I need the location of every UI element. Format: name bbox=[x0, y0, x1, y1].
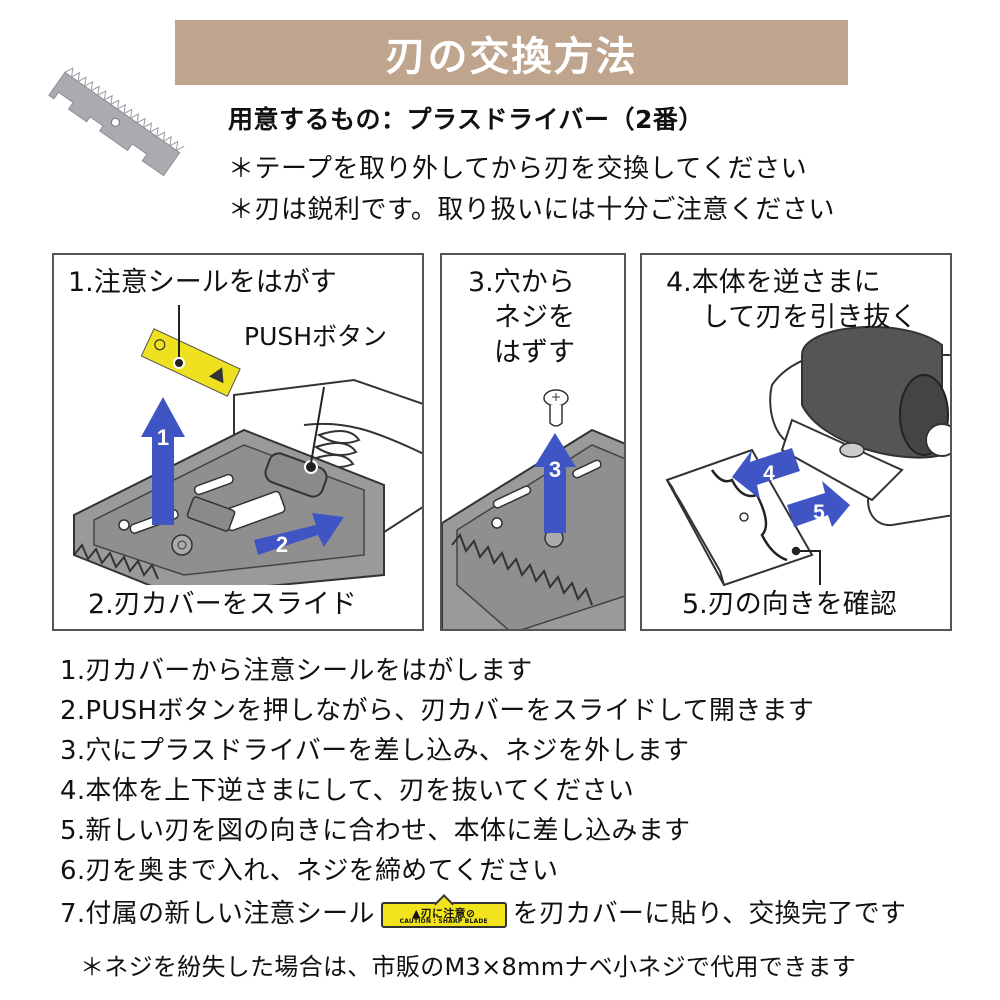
sticker-warning-text: ▲刃に注意⊘ bbox=[411, 906, 476, 920]
arrow-4-icon: 4 bbox=[732, 448, 800, 499]
note-sharp-blade: ＊刃は鋭利です。取り扱いには十分ご注意ください bbox=[228, 195, 835, 225]
title-banner: 刃の交換方法 bbox=[175, 20, 848, 85]
sticker-caution-text: CAUTION : SHARP BLADE bbox=[399, 917, 488, 925]
svg-text:3: 3 bbox=[549, 457, 561, 482]
panel-step-4-5: 4 5 4.本体を逆さまに して刃を引き抜く 5.刃の向きを確認 bbox=[640, 253, 952, 631]
step-1: 1.刃カバーから注意シールをはがします bbox=[60, 656, 533, 686]
svg-text:1: 1 bbox=[157, 425, 169, 450]
step-7-part-1: 7.付属の新しい注意シール bbox=[60, 899, 375, 929]
caution-sticker-icon bbox=[140, 328, 241, 397]
label-screw: ネジを bbox=[494, 302, 575, 333]
label-pull-blade: して刃を引き抜く bbox=[702, 302, 918, 333]
pull-blade-illustration: 4 5 bbox=[665, 325, 950, 587]
screw-icon bbox=[543, 389, 569, 427]
arrow-3-icon: 3 bbox=[534, 433, 576, 533]
label-hole: 3.穴から bbox=[468, 267, 575, 298]
page-title: 刃の交換方法 bbox=[385, 33, 638, 80]
label-remove: はずす bbox=[494, 337, 575, 368]
step-7-part-2: を刃カバーに貼り、交換完了です bbox=[512, 899, 907, 929]
arrow-5-icon: 5 bbox=[787, 481, 850, 527]
step-7: 7.付属の新しい注意シール▲刃に注意⊘CAUTION : SHARP BLADE… bbox=[60, 893, 906, 930]
arrow-1-icon: 1 bbox=[141, 397, 185, 525]
blade-icon bbox=[665, 448, 821, 587]
label-check-orientation: 5.刃の向きを確認 bbox=[682, 589, 897, 620]
label-peel-sticker: 1.注意シールをはがす bbox=[68, 267, 337, 298]
panel-step-1-2: 1 2 1.注意シールをはがす PUSHボタン 2.刃カバーをスライド bbox=[52, 253, 424, 631]
label-push-button: PUSHボタン bbox=[244, 322, 388, 351]
step-5: 5.新しい刃を図の向きに合わせ、本体に差し込みます bbox=[60, 816, 691, 846]
arrow-2-icon: 2 bbox=[254, 513, 344, 557]
remove-screw-illustration: 3 bbox=[442, 389, 624, 629]
label-slide-cover: 2.刃カバーをスライド bbox=[88, 589, 357, 620]
step-6: 6.刃を奥まで入れ、ネジを締めてください bbox=[60, 856, 559, 886]
step-4: 4.本体を上下逆さまにして、刃を抜いてください bbox=[60, 776, 635, 806]
step-2: 2.PUSHボタンを押しながら、刃カバーをスライドして開きます bbox=[60, 696, 815, 726]
panel-step-3: 3 3.穴から ネジを はずす bbox=[440, 253, 626, 631]
replacement-blade-image bbox=[48, 67, 185, 177]
cover-slide-illustration: 1 2 bbox=[54, 305, 422, 629]
note-remove-tape: ＊テープを取り外してから刃を交換してください bbox=[228, 154, 808, 184]
svg-text:4: 4 bbox=[763, 462, 775, 485]
caution-sticker-badge: ▲刃に注意⊘CAUTION : SHARP BLADE bbox=[380, 893, 507, 928]
label-turn-upside-down: 4.本体を逆さまに bbox=[666, 267, 881, 298]
tools-needed: 用意するもの：プラスドライバー（2番） bbox=[228, 105, 704, 134]
footnote-screw-substitute: ＊ネジを紛失した場合は、市販のM3×8mmナベ小ネジで代用できます bbox=[80, 953, 857, 981]
svg-text:5: 5 bbox=[813, 501, 825, 524]
svg-text:2: 2 bbox=[276, 532, 288, 557]
step-3: 3.穴にプラスドライバーを差し込み、ネジを外します bbox=[60, 736, 690, 766]
